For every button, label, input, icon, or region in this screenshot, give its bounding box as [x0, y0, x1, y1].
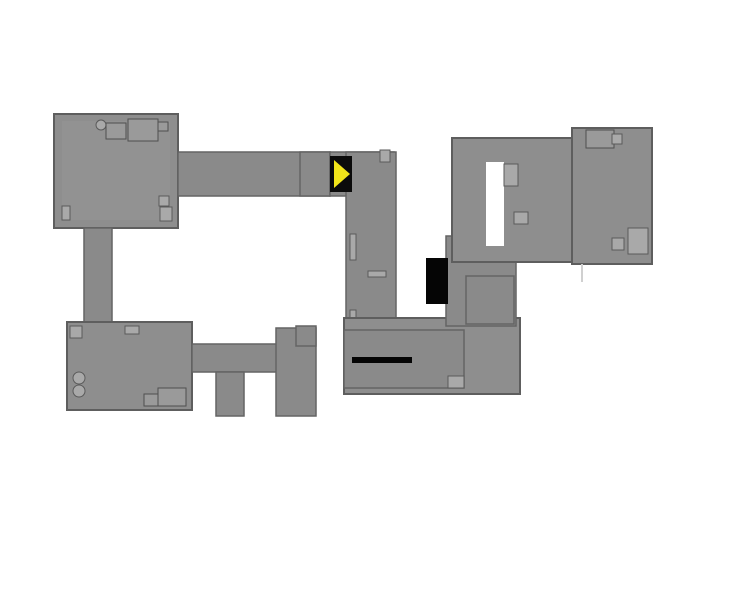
corridor-bottom: [191, 325, 317, 417]
room-top-left: [53, 113, 179, 229]
corridor-middle: [345, 149, 397, 331]
player-marker: [330, 156, 352, 192]
room-bottom-left: [66, 321, 193, 411]
player-arrow-icon: [334, 160, 350, 188]
hall-bottom-center: [343, 317, 521, 395]
corridor-left: [83, 227, 113, 323]
room-top-right: [451, 127, 653, 282]
